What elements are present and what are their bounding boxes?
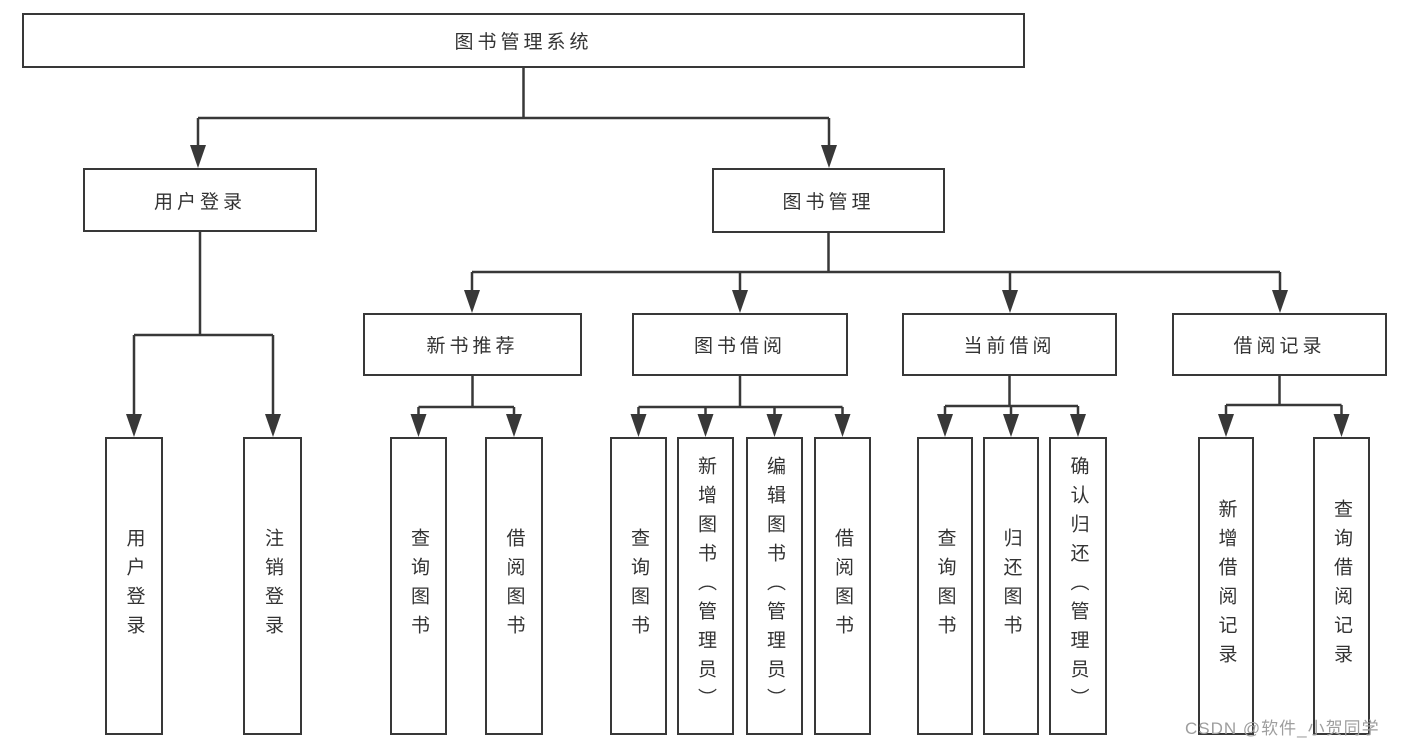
leaf-user-login-label: 用户登录 bbox=[123, 528, 145, 644]
leaf-logout: 注销登录 bbox=[243, 437, 302, 735]
leaf-add-borrow-record-label: 新增借阅记录 bbox=[1215, 499, 1237, 673]
leaf-query-books-current: 查询图书 bbox=[917, 437, 973, 735]
leaf-return-books: 归还图书 bbox=[983, 437, 1039, 735]
leaf-query-books-recommend: 查询图书 bbox=[390, 437, 447, 735]
leaf-query-books-borrowing-label: 查询图书 bbox=[628, 528, 649, 644]
node-new-book-recommend: 新书推荐 bbox=[363, 313, 582, 376]
node-book-management: 图书管理 bbox=[712, 168, 945, 233]
leaf-borrow-books-label: 借阅图书 bbox=[832, 528, 853, 644]
leaf-add-borrow-record: 新增借阅记录 bbox=[1198, 437, 1254, 735]
node-book-borrowing: 图书借阅 bbox=[632, 313, 848, 376]
node-book-management-label: 图书管理 bbox=[782, 192, 875, 213]
leaf-query-borrow-record: 查询借阅记录 bbox=[1313, 437, 1370, 735]
leaf-return-books-label: 归还图书 bbox=[1000, 528, 1022, 644]
leaf-borrow-books-recommend: 借阅图书 bbox=[485, 437, 543, 735]
node-current-borrowing: 当前借阅 bbox=[902, 313, 1117, 376]
node-user-login-label: 用户登录 bbox=[153, 191, 246, 213]
leaf-edit-books-admin-label: 编辑图书（管理员） bbox=[764, 455, 785, 717]
node-root-label: 图书管理系统 bbox=[454, 32, 593, 53]
leaf-confirm-return-admin: 确认归还（管理员） bbox=[1049, 437, 1107, 735]
node-user-login: 用户登录 bbox=[83, 168, 317, 232]
leaf-logout-label: 注销登录 bbox=[262, 528, 283, 644]
node-root: 图书管理系统 bbox=[22, 13, 1025, 68]
node-book-borrowing-label: 图书借阅 bbox=[693, 336, 786, 357]
leaf-edit-books-admin: 编辑图书（管理员） bbox=[746, 437, 803, 735]
leaf-borrow-books-recommend-label: 借阅图书 bbox=[503, 528, 525, 644]
leaf-query-borrow-record-label: 查询借阅记录 bbox=[1331, 499, 1352, 673]
node-borrowing-records: 借阅记录 bbox=[1172, 313, 1387, 376]
watermark: CSDN @软件_小贺同学 bbox=[1185, 719, 1380, 738]
node-borrowing-records-label: 借阅记录 bbox=[1233, 336, 1326, 357]
leaf-user-login: 用户登录 bbox=[105, 437, 163, 735]
leaf-query-books-current-label: 查询图书 bbox=[934, 528, 956, 644]
leaf-confirm-return-admin-label: 确认归还（管理员） bbox=[1067, 455, 1089, 717]
node-new-book-recommend-label: 新书推荐 bbox=[426, 336, 519, 357]
leaf-query-books-recommend-label: 查询图书 bbox=[408, 528, 429, 644]
leaf-borrow-books: 借阅图书 bbox=[814, 437, 871, 735]
leaf-query-books-borrowing: 查询图书 bbox=[610, 437, 667, 735]
leaf-add-books-admin: 新增图书（管理员） bbox=[677, 437, 734, 735]
leaf-add-books-admin-label: 新增图书（管理员） bbox=[695, 455, 716, 717]
node-current-borrowing-label: 当前借阅 bbox=[963, 336, 1056, 357]
